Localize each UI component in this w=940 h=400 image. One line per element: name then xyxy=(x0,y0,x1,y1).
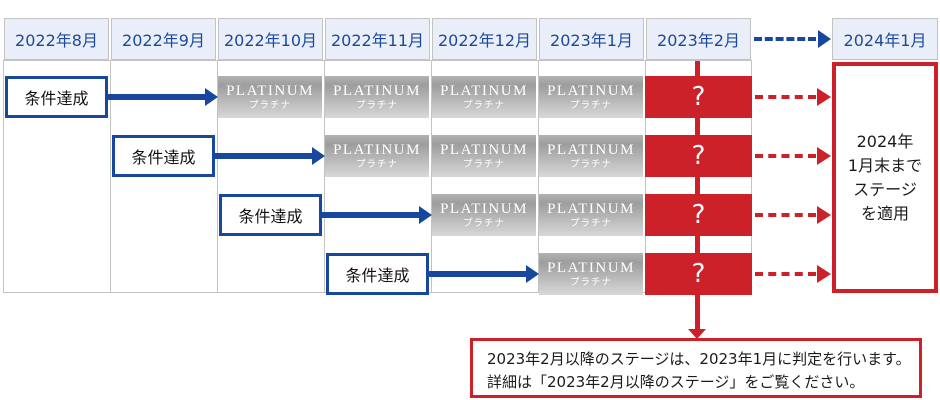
achieve-arrow-line xyxy=(107,94,207,100)
platinum-badge-subtitle: プラチナ xyxy=(462,99,505,111)
achieve-box: 条件達成 xyxy=(219,194,322,236)
achieve-arrow-icon xyxy=(526,265,539,283)
apply-arrow-icon xyxy=(817,206,831,224)
achieve-arrow-line xyxy=(214,153,314,159)
month-header: 2022年11月 xyxy=(325,18,430,60)
note-line-2: 詳細は「2023年2月以降のステージ」をご覧ください。 xyxy=(487,373,865,392)
month-header: 2023年1月 xyxy=(539,18,644,60)
achieve-box: 条件達成 xyxy=(112,135,215,177)
achieve-arrow-icon xyxy=(205,88,218,106)
grid-column-line xyxy=(324,60,325,293)
platinum-badge-title: PLATINUM xyxy=(333,142,421,159)
unknown-stage-cell: ? xyxy=(645,76,752,118)
future-arrow-icon xyxy=(818,30,831,48)
apply-dashed-line xyxy=(755,272,816,276)
platinum-badge-subtitle: プラチナ xyxy=(569,158,612,170)
platinum-badge-subtitle: プラチナ xyxy=(248,99,291,111)
note-line-1: 2023年2月以降のステージは、2023年1月に判定を行います。 xyxy=(487,350,911,368)
achieve-box: 条件達成 xyxy=(326,253,429,295)
achieve-box: 条件達成 xyxy=(5,76,108,118)
platinum-badge-subtitle: プラチナ xyxy=(355,158,398,170)
month-header: 2022年8月 xyxy=(4,18,109,60)
future-month-header: 2024年1月 xyxy=(832,18,938,60)
achieve-arrow-line xyxy=(321,212,421,218)
grid-column-line xyxy=(110,60,111,293)
platinum-badge-title: PLATINUM xyxy=(440,83,528,100)
platinum-badge-subtitle: プラチナ xyxy=(462,217,505,229)
achieve-arrow-icon xyxy=(312,147,325,165)
stage-apply-box: 2024年 1月末まで ステージ を適用 xyxy=(832,62,938,293)
unknown-stage-cell: ? xyxy=(645,194,752,236)
platinum-badge-title: PLATINUM xyxy=(547,260,635,277)
platinum-badge-title: PLATINUM xyxy=(440,142,528,159)
month-header: 2023年2月 xyxy=(646,18,751,60)
judgement-arrow-down-icon xyxy=(688,329,706,339)
apply-dashed-line xyxy=(755,213,816,217)
achieve-arrow-icon xyxy=(419,206,432,224)
month-header: 2022年12月 xyxy=(432,18,537,60)
judgement-note-box: 2023年2月以降のステージは、2023年1月に判定を行います。 詳細は「202… xyxy=(470,338,922,398)
platinum-badge-title: PLATINUM xyxy=(547,142,635,159)
unknown-stage-cell: ? xyxy=(645,135,752,177)
platinum-badge-title: PLATINUM xyxy=(547,83,635,100)
apply-arrow-icon xyxy=(817,147,831,165)
platinum-badge-subtitle: プラチナ xyxy=(462,158,505,170)
future-dashed-line xyxy=(754,37,816,41)
apply-dashed-line xyxy=(755,95,816,99)
platinum-badge-subtitle: プラチナ xyxy=(355,99,398,111)
platinum-badge-title: PLATINUM xyxy=(226,83,314,100)
platinum-badge-subtitle: プラチナ xyxy=(569,217,612,229)
platinum-badge-subtitle: プラチナ xyxy=(569,276,612,288)
apply-arrow-icon xyxy=(817,265,831,283)
achieve-arrow-line xyxy=(428,271,528,277)
unknown-stage-cell: ? xyxy=(645,253,752,295)
apply-arrow-icon xyxy=(817,88,831,106)
platinum-badge-title: PLATINUM xyxy=(440,201,528,218)
apply-dashed-line xyxy=(755,154,816,158)
month-header: 2022年10月 xyxy=(218,18,323,60)
grid-column-line xyxy=(431,60,432,293)
platinum-badge-subtitle: プラチナ xyxy=(569,99,612,111)
platinum-badge-title: PLATINUM xyxy=(547,201,635,218)
month-header: 2022年9月 xyxy=(111,18,216,60)
grid-column-line xyxy=(217,60,218,293)
grid-column-line xyxy=(538,60,539,293)
platinum-badge-title: PLATINUM xyxy=(333,83,421,100)
